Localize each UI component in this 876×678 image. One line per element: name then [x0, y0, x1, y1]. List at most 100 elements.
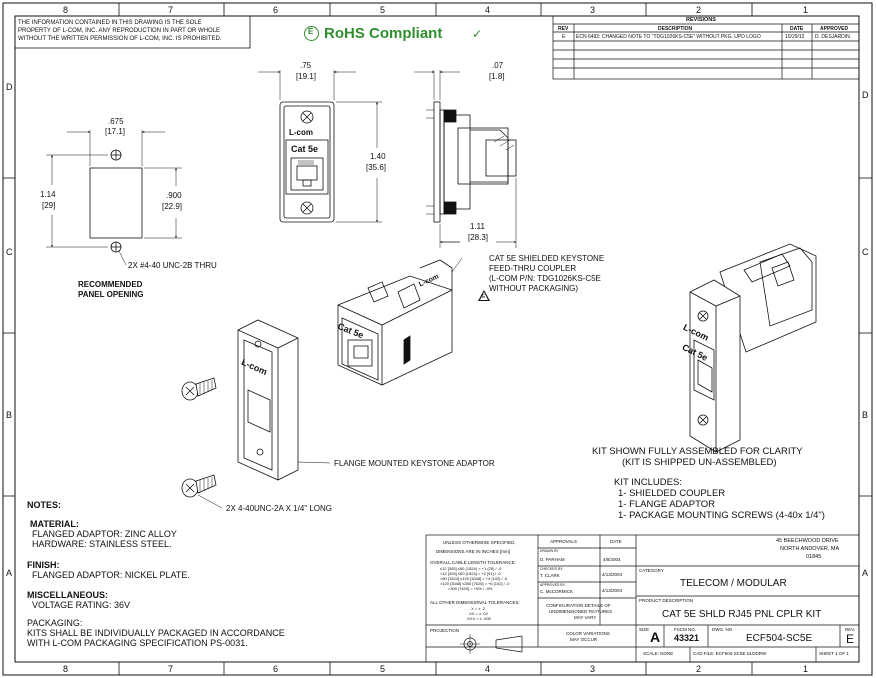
tb-approved-by: C. McCORMICK — [540, 589, 573, 594]
tb-cable-tol: OVERALL CABLE LENGTH TOLERANCE: — [430, 560, 516, 565]
zone-col-4: 4 — [485, 5, 491, 15]
zone-row-d: D — [6, 82, 13, 92]
revisions-grid — [552, 15, 860, 80]
tb-tol-line-4: >120 [3048] ≤300 [7620] = +6 [152] / -0 — [440, 581, 510, 586]
zone-row-a-right: A — [862, 568, 869, 578]
revision-triangle-letter: E — [482, 294, 486, 300]
rohs-compliant-text: RoHS Compliant — [324, 25, 443, 42]
zone-col-8: 8 — [63, 5, 69, 15]
front-width-mm: [19.1] — [296, 72, 317, 81]
zone-row-c: C — [6, 247, 13, 257]
coupler-callout-3: (L-COM P/N: TDG1026KS-C5E — [489, 274, 601, 283]
tb-color-note-1: COLOR VARIATIONS — [566, 631, 610, 636]
zone-col-5-bottom: 5 — [380, 664, 386, 674]
tb-cad-file: CAD FILE: ECF504-SC5E.SLDDRW — [693, 651, 767, 656]
material-line-1: FLANGED ADAPTOR: ZINC ALLOY — [32, 529, 177, 539]
panel-inner-in: .900 — [166, 191, 182, 200]
zone-col-2: 2 — [696, 5, 702, 15]
tb-dim-tol: ALL OTHER DIMENSIONAL TOLERANCES: — [430, 600, 520, 605]
tb-dim-line-1: .X = ± .2 — [470, 606, 485, 611]
tb-scale: SCALE: NONE — [643, 651, 674, 656]
tb-drawn-by: D. PARHAM — [540, 557, 565, 562]
front-view — [258, 70, 382, 223]
panel-height-in: 1.14 — [40, 190, 56, 199]
tb-address-3: 01845 — [806, 554, 822, 560]
zone-row-c-right: C — [862, 247, 869, 257]
rev-row-1-approved: D. DESJARDIN — [815, 34, 850, 40]
side-depth-mm: [28.3] — [468, 233, 489, 242]
zone-col-8-bottom: 8 — [63, 664, 69, 674]
tb-dwg-no: ECF504-SC5E — [746, 633, 813, 644]
tb-rev: E — [846, 632, 855, 646]
panel-height-mm: [29] — [42, 201, 56, 210]
material-heading: MATERIAL: — [30, 519, 79, 529]
tb-config-note-3: MAY VARY — [574, 615, 597, 620]
tb-category: TELECOM / MODULAR — [680, 578, 787, 589]
rohs-e-letter: E — [308, 27, 314, 36]
zone-col-6-bottom: 6 — [273, 664, 279, 674]
proprietary-box — [14, 15, 251, 49]
screws-iso — [181, 377, 223, 509]
zone-row-d-right: D — [862, 90, 869, 100]
tb-fscm: 43321 — [674, 633, 700, 643]
tb-approved-date: 4/13/2004 — [602, 588, 623, 593]
notes-title: NOTES: — [27, 500, 62, 510]
screws-callout: 2X 4-40UNC-2A X 1/4" LONG — [226, 504, 332, 513]
tb-projection: PROJECTION — [430, 628, 460, 633]
description-header: DESCRIPTION — [658, 26, 693, 32]
zone-col-2-bottom: 2 — [696, 664, 702, 674]
side-view — [414, 70, 517, 248]
rev-row-1-description: ECN 6492: CHANGED NOTE TO "TDG1026KS-C5E… — [576, 34, 761, 40]
title-block-grid — [425, 534, 860, 663]
finish-heading: FINISH: — [27, 560, 60, 570]
zone-col-5: 5 — [380, 5, 386, 15]
panel-caption-1: RECOMMENDED — [78, 280, 143, 289]
tb-tol-line-5: >300 [7620] = +5% / -0% — [448, 586, 493, 591]
tb-size: A — [650, 629, 661, 645]
front-lcom-logo: L-com — [289, 128, 313, 137]
tb-size-label: SIZE — [639, 627, 650, 632]
rev-header: REV — [558, 26, 569, 32]
panel-caption-2: PANEL OPENING — [78, 290, 144, 299]
zone-col-7-bottom: 7 — [168, 664, 174, 674]
tb-drawn-by-label: DRAWN BY — [540, 549, 559, 553]
misc-heading: MISCELLANEOUS: — [27, 590, 108, 600]
tb-rev-label: REV. — [845, 627, 856, 632]
tb-tol-line-2: >12 [305] ≤60 [1524] = +2 [51] / -0 — [440, 571, 501, 576]
tb-product-label: PRODUCT DESCRIPTION — [639, 598, 694, 603]
tb-checked-by: T. CLARK — [540, 573, 560, 578]
side-thickness-in: .07 — [492, 61, 504, 70]
zone-col-3-bottom: 3 — [590, 664, 596, 674]
panel-inner-mm: [22.9] — [162, 202, 183, 211]
zone-col-7: 7 — [168, 5, 174, 15]
kit-item-1: 1- SHIELDED COUPLER — [618, 488, 726, 499]
kit-includes-title: KIT INCLUDES: — [614, 477, 682, 488]
zone-col-3: 3 — [590, 5, 596, 15]
zone-col-1: 1 — [803, 5, 809, 15]
rohs-e-mark-icon — [304, 26, 319, 41]
rohs-check-icon: ✓ — [472, 27, 483, 41]
finish-line-1: FLANGED ADAPTOR: NICKEL PLATE. — [32, 570, 190, 580]
side-depth-in: 1.11 — [470, 222, 485, 231]
tb-drawn-date: 4/8/2004 — [603, 557, 621, 562]
misc-line-1: VOLTAGE RATING: 36V — [32, 600, 131, 610]
zone-col-6: 6 — [273, 5, 279, 15]
coupler-callout-4: WITHOUT PACKAGING) — [489, 284, 579, 293]
proprietary-line-3: WITHOUT THE WRITTEN PERMISSION OF L-COM,… — [18, 36, 222, 42]
coupler-callout-2: FEED-THRU COUPLER — [489, 264, 577, 273]
assembled-note-1: KIT SHOWN FULLY ASSEMBLED FOR CLARITY — [592, 446, 803, 457]
tb-approvals: APPROVALS — [550, 539, 577, 544]
tb-address-1: 45 BEECHWOOD DRIVE — [776, 538, 839, 544]
tb-date: DATE — [610, 539, 622, 544]
side-thickness-mm: [1.8] — [489, 72, 505, 81]
zone-col-4-bottom: 4 — [485, 664, 491, 674]
date-header: DATE — [790, 26, 804, 32]
flange-adaptor-iso — [237, 319, 331, 481]
tb-approved-label: APPROVED BY — [540, 583, 566, 587]
proprietary-line-1: THE INFORMATION CONTAINED IN THIS DRAWIN… — [18, 20, 202, 26]
panel-width-mm: [17.1] — [105, 127, 126, 136]
zone-row-a: A — [6, 568, 13, 578]
kit-item-2: 1- FLANGE ADAPTOR — [618, 499, 715, 510]
